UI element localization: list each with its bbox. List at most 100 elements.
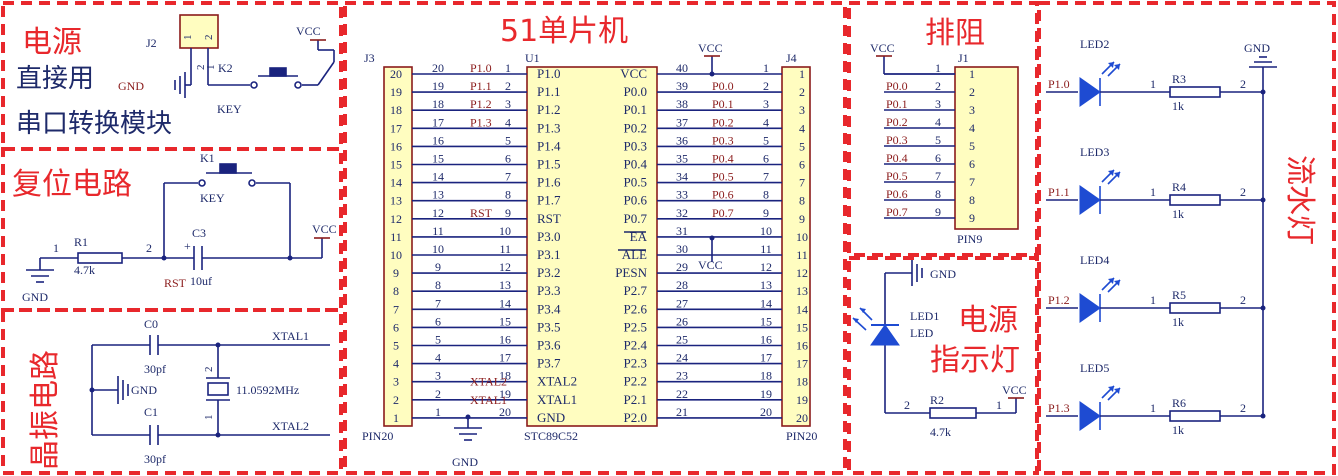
u1-left-pin-name: P1.5 <box>537 157 560 172</box>
j4-label: J4 <box>786 51 797 65</box>
j4-wire-pin: 8 <box>763 188 769 202</box>
mcu-static <box>383 55 811 441</box>
flow-resistor-pin2: 2 <box>1240 185 1246 199</box>
u1-right-pin-name: P2.7 <box>624 283 648 298</box>
u1-pin-number: 21 <box>676 405 688 419</box>
c1-value: 30pf <box>144 452 166 466</box>
u1-right-pin-name: P0.0 <box>624 84 647 99</box>
j3-wire-pin: 13 <box>432 188 444 202</box>
u1-right-pin-name: P0.1 <box>624 102 647 117</box>
u1-pin-number: 26 <box>676 314 688 328</box>
respack-pin-number: 4 <box>969 121 975 135</box>
respack-net-label: P0.5 <box>886 169 908 183</box>
gnd-label-flow: GND <box>1244 41 1270 55</box>
respack-wire-pin: 9 <box>935 205 941 219</box>
wire <box>1108 278 1114 284</box>
j3-wire-pin: 11 <box>432 224 444 238</box>
j3-pin-number: 10 <box>390 248 402 262</box>
j4-pin-number: 17 <box>796 357 808 371</box>
u1-left-pin-name: P3.6 <box>537 338 561 353</box>
respack-net-label: P0.6 <box>886 187 908 201</box>
j1-pin-type: PIN9 <box>957 232 982 246</box>
vcc-label-respack: VCC <box>870 41 895 55</box>
u1-pin-number: 13 <box>499 278 511 292</box>
u1-pin-number: 3 <box>505 97 511 111</box>
j3-wire-pin: 7 <box>435 296 441 310</box>
u1-right-pin-name: P2.2 <box>624 374 647 389</box>
flow-led-name: LED2 <box>1080 37 1109 51</box>
j4-pin-number: 15 <box>796 320 808 334</box>
r2-pin1: 1 <box>996 398 1002 412</box>
gnd-label-power: GND <box>118 79 144 93</box>
flow-resistor-value: 1k <box>1172 99 1184 113</box>
crystal-labels: C0 30pf C1 30pf GND 11.0592MHz 2 1 XTAL1… <box>131 317 309 466</box>
flow-resistor-pin1: 1 <box>1150 293 1156 307</box>
respack-wire-pin: 7 <box>935 169 941 183</box>
wire <box>853 318 859 323</box>
j4-wire-pin: 11 <box>760 242 772 256</box>
u1-pin-number: 39 <box>676 79 688 93</box>
j3-pin-number: 6 <box>393 320 399 334</box>
j3-wire-pin: 6 <box>435 314 441 328</box>
k2-label: K2 <box>218 61 233 75</box>
respack-wire-pin: 6 <box>935 151 941 165</box>
respack-net-label: P0.7 <box>886 205 908 219</box>
net-label-xtal: XTAL2 <box>470 375 507 389</box>
u1-pin-number: 36 <box>676 133 688 147</box>
net-label-xtal: XTAL1 <box>470 393 507 407</box>
crystal-junctions <box>89 342 221 438</box>
j3-wire-pin: 5 <box>435 333 441 347</box>
c3-label: C3 <box>192 226 206 240</box>
j4-wire-pin: 12 <box>760 260 772 274</box>
flow-net-label: P1.1 <box>1048 185 1070 199</box>
j3-wire-pin: 14 <box>432 170 444 184</box>
j4-pin-number: 20 <box>796 411 808 425</box>
j1-label: J1 <box>958 51 969 65</box>
respack-pin-number: 6 <box>969 157 975 171</box>
respack-pin-number: 1 <box>969 67 975 81</box>
respack-net-label: P0.2 <box>886 115 908 129</box>
flow-resistor-body <box>1169 410 1221 422</box>
respack-wire-pin: 4 <box>935 115 941 129</box>
net-label-left: P1.1 <box>470 79 492 93</box>
j4-wire-pin: 4 <box>763 115 769 129</box>
j3-pin-number: 18 <box>390 103 402 117</box>
u1-pin-number: 28 <box>676 278 688 292</box>
net-label-right: P0.4 <box>712 152 734 166</box>
u1-pin-number: 37 <box>676 115 688 129</box>
u1-pin-number: 20 <box>499 405 511 419</box>
j3-pin-number: 4 <box>393 357 399 371</box>
xtal2-label: XTAL2 <box>272 419 309 433</box>
r1-pin2: 2 <box>146 241 152 255</box>
u1-right-pin-name: P2.5 <box>624 319 647 334</box>
r1-body <box>77 252 123 264</box>
key-label-k1: KEY <box>200 191 225 205</box>
u1-pin-number: 4 <box>505 115 511 129</box>
u1-right-pin-name: P0.6 <box>624 193 648 208</box>
u1-right-pin-name: PESN <box>615 265 647 280</box>
wire <box>1114 172 1120 178</box>
r1-label: R1 <box>74 235 88 249</box>
j3-label: J3 <box>364 51 375 65</box>
flow-resistor-pin1: 1 <box>1150 401 1156 415</box>
flow-resistor-value: 1k <box>1172 315 1184 329</box>
u1-right-pin-name: VCC <box>620 66 647 81</box>
flow-led-triangle <box>1079 77 1101 107</box>
j4-pin-number: 18 <box>796 375 808 389</box>
flow-led-triangle <box>1079 185 1101 215</box>
u1-pin-number: 10 <box>499 224 511 238</box>
u1-right-pin-name: P0.3 <box>624 138 647 153</box>
respack-net-label: P0.1 <box>886 97 908 111</box>
flow-labels: GND <box>1244 41 1270 55</box>
j3-wire-pin: 17 <box>432 115 444 129</box>
j4-wire-pin: 6 <box>763 152 769 166</box>
j4-pin-number: 13 <box>796 284 808 298</box>
flow-led-name: LED5 <box>1080 361 1109 375</box>
j4-pin-number: 19 <box>796 393 808 407</box>
u1-label: U1 <box>525 51 540 65</box>
power-title: 电源 <box>22 25 82 60</box>
j4-pin-type: PIN20 <box>786 429 817 443</box>
c3-value: 10uf <box>190 274 212 288</box>
u1-left-pin-name: P3.3 <box>537 283 560 298</box>
